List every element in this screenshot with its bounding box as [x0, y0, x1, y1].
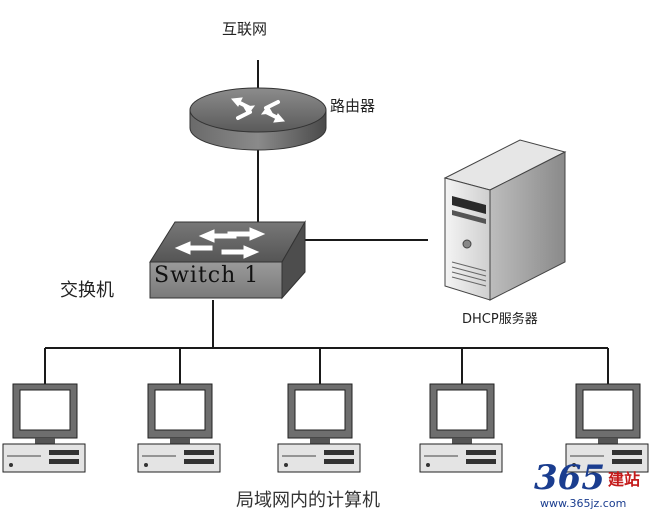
lan-computers — [2, 383, 649, 473]
switch-label: 交换机 — [60, 280, 114, 301]
computer-icon — [565, 383, 649, 473]
watermark-url: www.365jz.com — [540, 497, 627, 510]
computer-icon — [137, 383, 221, 473]
computer-icon — [277, 383, 361, 473]
lan-computers-label: 局域网内的计算机 — [236, 490, 380, 511]
server-icon — [443, 139, 567, 301]
computer-icon — [2, 383, 86, 473]
router-label: 路由器 — [330, 97, 376, 115]
watermark-number: 365 — [534, 458, 605, 498]
watermark-brand: 建站 — [608, 470, 641, 489]
switch-name-label: Switch 1 — [154, 263, 260, 288]
internet-label: 互联网 — [222, 20, 268, 38]
computer-icon — [419, 383, 503, 473]
router-icon — [189, 87, 327, 151]
switch-icon — [149, 220, 306, 300]
site-watermark: 365 建站 www.365jz.com — [528, 458, 658, 515]
dhcp-server-label: DHCP服务器 — [462, 312, 538, 327]
network-links — [44, 60, 609, 384]
